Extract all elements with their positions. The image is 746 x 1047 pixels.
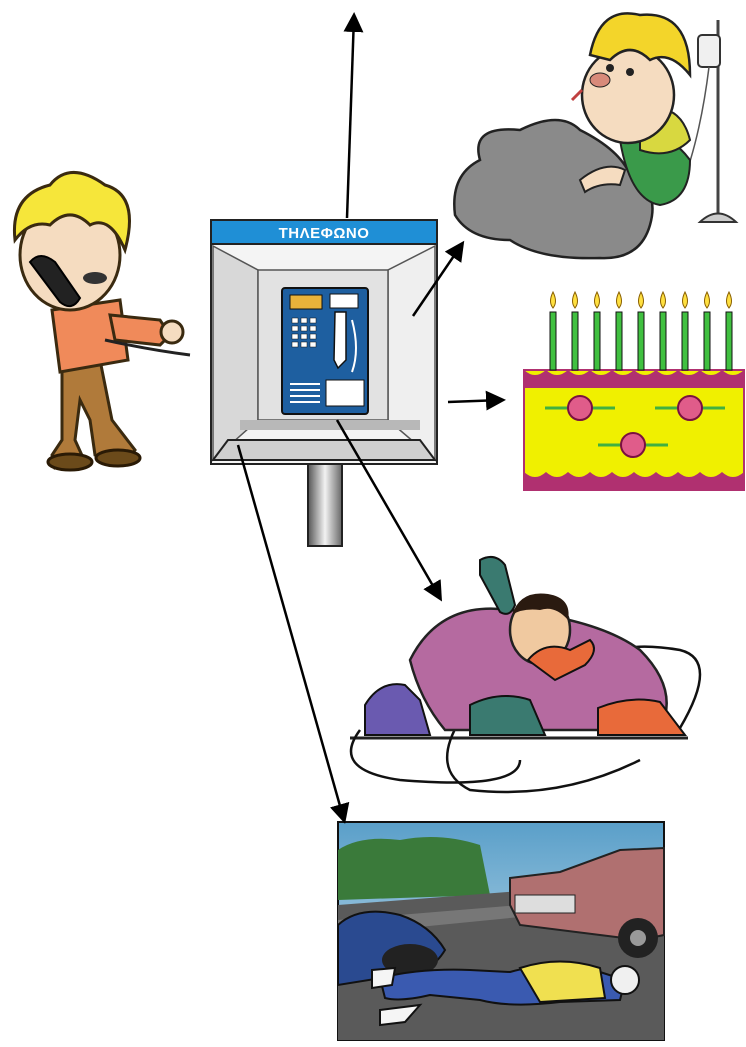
birthday-cake-icon xyxy=(524,292,744,490)
payphone-icon xyxy=(282,288,368,414)
busy-man-phones-icon xyxy=(350,557,700,792)
sick-person-icon xyxy=(454,13,736,258)
arrow-up xyxy=(347,16,354,218)
booth-sign-text: ΤΗΛΕΦΩΝΟ xyxy=(279,225,370,242)
boy-on-phone-icon xyxy=(14,173,190,471)
arrow-to-cake xyxy=(448,400,502,402)
road-accident-icon xyxy=(338,822,664,1040)
phone-booth: ΤΗΛΕΦΩΝΟ xyxy=(211,220,437,546)
